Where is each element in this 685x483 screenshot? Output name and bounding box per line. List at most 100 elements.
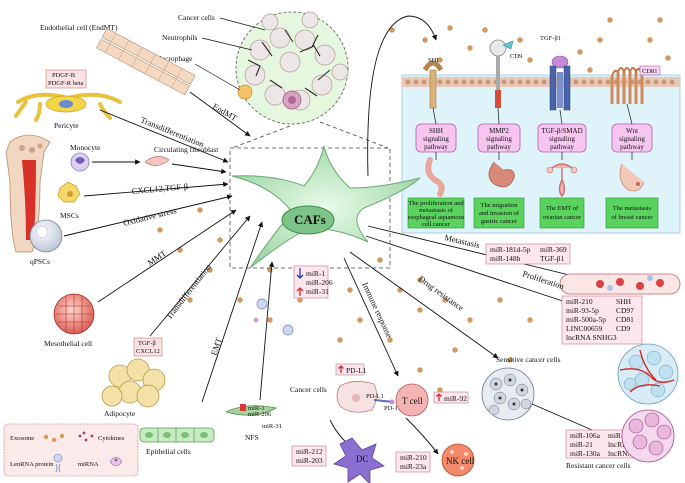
label-transdiff2: Transdifferentiation [164,261,214,321]
arrow-mmt [97,209,237,303]
pathway-title-line: signaling [423,135,449,143]
legend-box [3,423,139,477]
pathway-title-line: signaling [486,135,512,143]
meta-mir-item: miR-369 [540,245,567,254]
meta-mir-item: miR-181d-5p [490,245,531,254]
result-ovarian: The EMT of ovarian cancer [539,197,585,229]
result-line: gastric cancer [481,218,518,225]
macrophage-icon [237,84,253,100]
prolif-item: LINC00659 [566,324,602,333]
label-nfs-mir206: miR-206 [248,411,272,418]
pathway-title-line: signaling [549,135,575,143]
pathway-connectors [432,103,633,160]
arrow-mscs [83,181,229,197]
pdgf-box [45,69,87,89]
cd9-receptor-icon [489,39,514,108]
label-drug-resistance: Drug resistance [417,274,466,313]
pathway-title-line: pathway [620,143,644,151]
arrow-drug-resistance [349,251,499,359]
dc-mir-box: miR-212 miR-203 [291,445,327,467]
exosome-dots [157,17,671,393]
label-nfs-mir31: miR-31 [262,423,282,430]
leader-line [219,17,266,31]
pathway-mmp2: MMP2 signaling pathway [477,123,521,153]
tgf-cxcl-box [133,337,163,357]
pd1-connector-icon [373,399,395,405]
result-line: ovarian cancer [543,214,582,221]
tcell-icon [395,383,429,417]
arrow-transdiff2 [149,215,251,337]
prolif-item: CD97 [616,306,634,315]
label-caf-mir31: miR-31 [306,287,329,296]
label-sensitive: Sensitive cancer cells [496,355,561,364]
dc-mir-item: miR-212 [296,447,323,456]
caf-cell-icon [231,145,421,269]
legend: Exosome Cytokines LenRNA protein miRNA [3,423,139,477]
pericyte-icon [14,92,122,122]
adipocyte-icon [101,358,166,408]
breast-icon [619,163,645,192]
nk-cell-icon [441,443,475,477]
label-adipocyte: Adipocyte [104,409,136,418]
label-mesothelial: Mesothelial cell [44,339,92,348]
pathway-title-line: SHH [429,127,443,135]
label-cxcl-box: CXCL12 [136,348,160,355]
arrow-endmt [189,91,251,137]
label-oxidative: Oxidative stress [122,205,177,228]
result-line: The proliferation and [408,200,464,207]
mir92-badge: miR-92 [433,391,469,404]
result-breast: The metastasis of breast cancer [605,197,659,229]
label-pdgf-b: PDGF-B [52,72,76,79]
up-arrow-icon [338,365,344,373]
nfs-icon [225,405,278,416]
dc-mir-item: miR-203 [296,456,323,465]
blood-vessel-icon [559,273,681,295]
up-arrow-icon [436,393,442,401]
prolif-item: CD9 [616,324,630,333]
up-arrow-icon [296,287,304,296]
label-mir92: miR-92 [444,394,467,403]
prolif-item: lncRNA SNHG3 [566,333,617,342]
arrow-circ-fib [171,163,227,174]
result-line: cell cancer [422,221,451,228]
label-endothelial: Endothelial cell (EndMT) [40,23,118,32]
vesicle-icons [253,298,294,336]
result-box [473,197,525,229]
arrow-qpscs [63,194,233,237]
pathway-title-line: MMP2 [489,127,509,135]
cytokine-legend-icon [78,431,94,442]
dc-icon [333,437,385,483]
prolif-mir-box: miR-210 SHH miR-93-5p CD97 miR-500a-5p C… [561,295,643,345]
label-dc: DC [356,454,369,464]
circulating-fibroblast-icon [144,156,170,166]
arrow-immune [343,257,399,377]
tgf-receptor-icon [549,55,571,111]
stomach-icon [488,161,515,188]
ligand-label-cd81: CD81 [642,68,658,75]
pathway-wnt: Wnt signaling pathway [611,123,653,153]
label-nfs-mir1: miR-1 [248,405,265,412]
arrow-nfs [259,261,275,401]
ligand-label-cd9: CD9 [510,53,522,60]
legend-mirna: miRNA [78,461,99,468]
label-cancer-cells-bottom: Cancer cells [290,385,327,394]
result-line: metastasis of [419,207,454,214]
label-caf-mir1: miR-1 [306,269,325,278]
label-proliferation: Proliferation [521,268,566,291]
arrow-to-signaling [367,15,438,177]
legend-exosome: Exosome [10,435,34,442]
leader-line [201,37,253,51]
membrane-band [402,77,680,87]
label-metastasis: Metastasis [444,232,481,250]
qpsc-icon [29,219,63,253]
result-gastric: The migration and invasion of gastric ca… [473,197,525,229]
meta-mir-box: miR-181d-5p miR-369 miR-148b TGF-β1 [485,243,571,265]
result-line: The EMT of [546,205,579,212]
pathway-shh: SHH signaling pathway [415,123,457,153]
pathway-title-line: pathway [424,143,448,151]
arrow-metastasis [367,225,599,284]
tumor-mass-icon [617,343,679,405]
resistant-item: miR-21 [570,440,593,449]
label-pdgfr: PDGF-R beta [48,80,84,87]
